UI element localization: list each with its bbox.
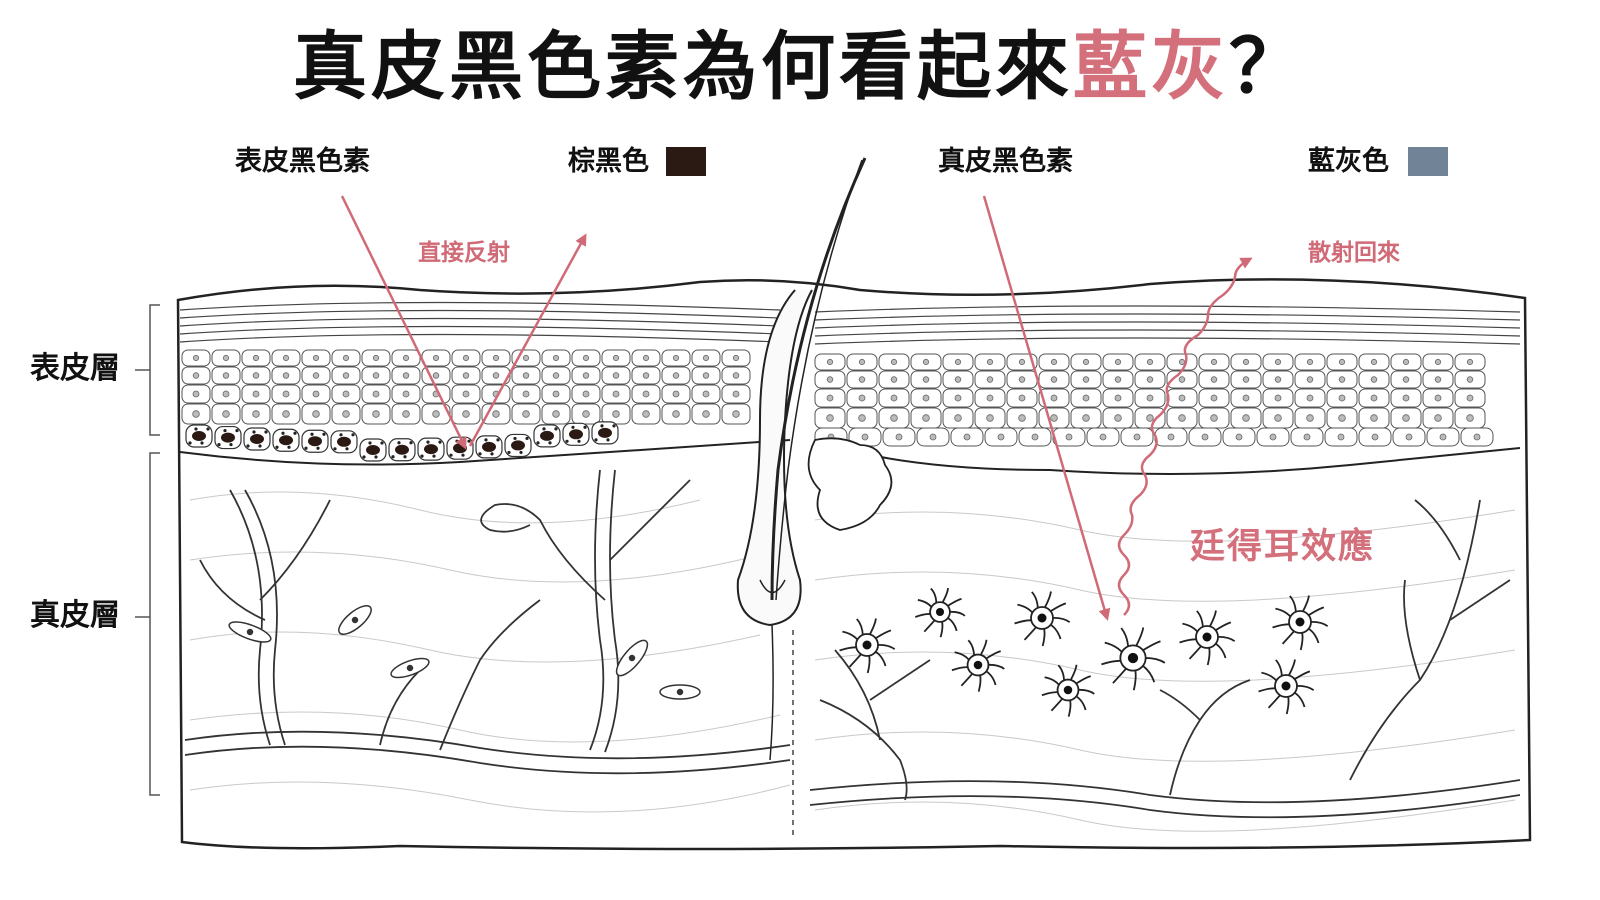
brown-black-label: 棕黑色	[568, 146, 649, 177]
dermal-melanin-label: 真皮黑色素	[938, 146, 1073, 177]
reflect-arrow-left	[468, 233, 587, 447]
brown-black-swatch	[666, 147, 706, 176]
sebaceous-gland	[807, 437, 893, 531]
stratum-corneum	[179, 301, 1521, 345]
dermal-vessels-right	[809, 499, 1520, 819]
dermal-vessels-left	[184, 469, 791, 775]
fibroblasts	[228, 605, 701, 700]
basal-melanin-layer	[185, 421, 619, 462]
blue-gray-label: 藍灰色	[1308, 146, 1389, 177]
title-end: ？	[1229, 24, 1307, 110]
scatter-arrow-right	[1117, 257, 1253, 616]
dermis-layer-label: 真皮層	[30, 598, 120, 633]
tyndall-effect-label: 廷得耳效應	[1190, 527, 1376, 567]
dermal-melanocytes	[839, 587, 1329, 717]
blue-gray-swatch	[1408, 147, 1448, 176]
incoming-light-arrow-left	[340, 195, 467, 450]
scattered-back-label: 散射回來	[1308, 240, 1400, 266]
epidermis-base-left	[179, 439, 791, 466]
dermis-texture	[189, 491, 1516, 832]
epidermal-melanin-label: 表皮黑色素	[235, 146, 370, 177]
epidermis-cells	[181, 349, 1494, 447]
hair-follicle	[736, 157, 867, 761]
epidermis-layer-label: 表皮層	[30, 351, 120, 386]
title-main: 真皮黑色素為何看起來	[293, 24, 1073, 110]
title-highlight: 藍灰	[1073, 24, 1229, 110]
direct-reflection-label: 直接反射	[418, 240, 510, 266]
incoming-light-arrow-right	[982, 195, 1111, 621]
layer-brackets	[135, 304, 160, 796]
epidermis-base-right	[814, 439, 1521, 475]
page-title: 真皮黑色素為何看起來藍灰？	[0, 22, 1600, 112]
